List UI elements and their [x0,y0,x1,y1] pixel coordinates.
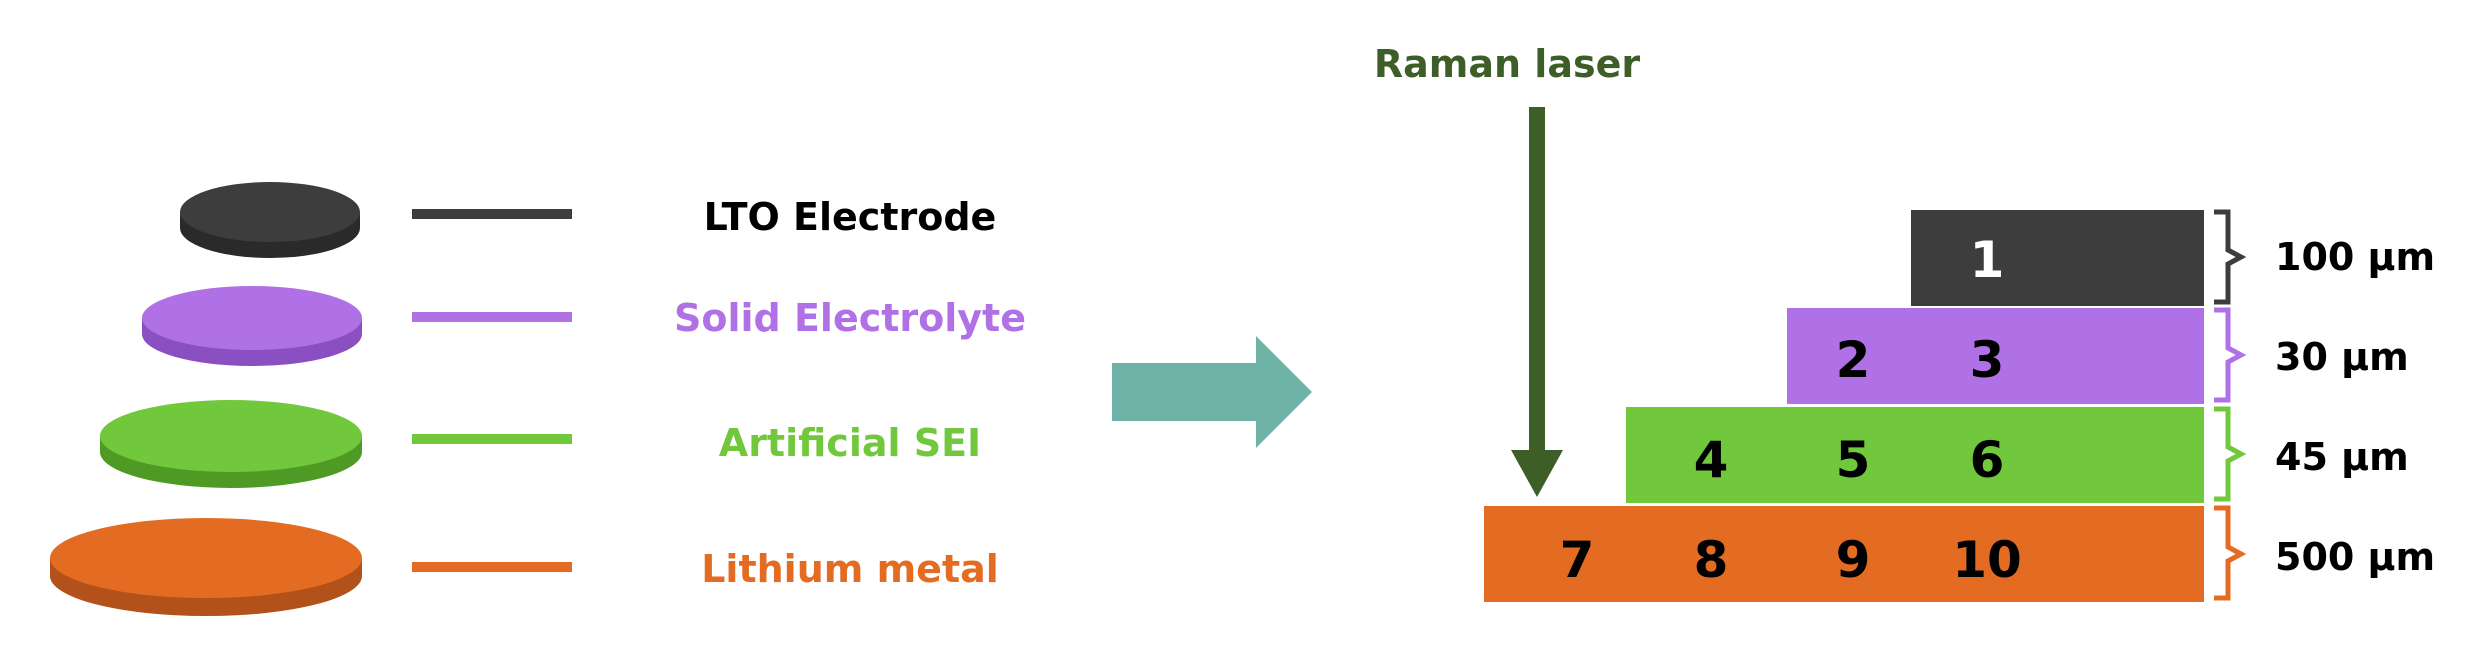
layer-3-sei: 4 5 6 [1626,407,2204,503]
thickness-bracket-1 [2214,209,2247,305]
layer-2-electrolyte: 2 3 [1787,308,2204,404]
raman-laser-label: Raman laser [1374,42,1640,86]
thickness-bracket-4 [2214,505,2247,601]
lithium-legend-label: Lithium metal [701,547,999,591]
layer-2-number-2: 2 [1836,331,1871,389]
layer-4-number-8: 8 [1694,531,1729,589]
layer-4-number-9: 9 [1836,531,1871,589]
layer-4-number-7: 7 [1560,531,1595,589]
thickness-label-3: 45 µm [2275,435,2409,479]
layer-3-number-4: 4 [1694,431,1729,489]
electrolyte-disc-top [142,286,362,350]
thickness-label-2: 30 µm [2275,335,2409,379]
layer-1-lto: 1 [1911,210,2204,306]
layer-3-number-6: 6 [1970,431,2005,489]
lithium-disc-top [50,518,362,598]
thickness-bracket-3 [2214,406,2247,502]
electrolyte-legend-label: Solid Electrolyte [674,296,1026,340]
lto-legend-label: LTO Electrode [704,195,997,239]
thickness-label-4: 500 µm [2275,535,2435,579]
raman-laser-arrowhead [1511,450,1563,497]
transition-arrow [1112,336,1312,448]
thickness-bracket-2 [2214,307,2247,403]
legend-item-lto: LTO Electrode [180,182,996,258]
layer-4-lithium: 7 8 9 10 [1484,506,2204,602]
layer-4-number-10: 10 [1952,531,2022,589]
lto-disc-top [180,182,360,242]
layer-1-block [1911,210,2204,306]
raman-laser-beam [1529,107,1545,453]
layer-3-number-5: 5 [1836,431,1871,489]
legend-item-solid-electrolyte: Solid Electrolyte [142,286,1026,366]
layer-4-block [1484,506,2204,602]
layer-1-number-1: 1 [1970,231,2005,289]
layer-2-block [1787,308,2204,404]
sei-legend-label: Artificial SEI [719,421,981,465]
legend-item-artificial-sei: Artificial SEI [100,400,981,488]
layer-2-number-3: 3 [1970,331,2005,389]
legend-item-lithium-metal: Lithium metal [50,518,999,616]
sei-disc-top [100,400,362,472]
thickness-label-1: 100 µm [2275,235,2435,279]
layer-3-block [1626,407,2204,503]
